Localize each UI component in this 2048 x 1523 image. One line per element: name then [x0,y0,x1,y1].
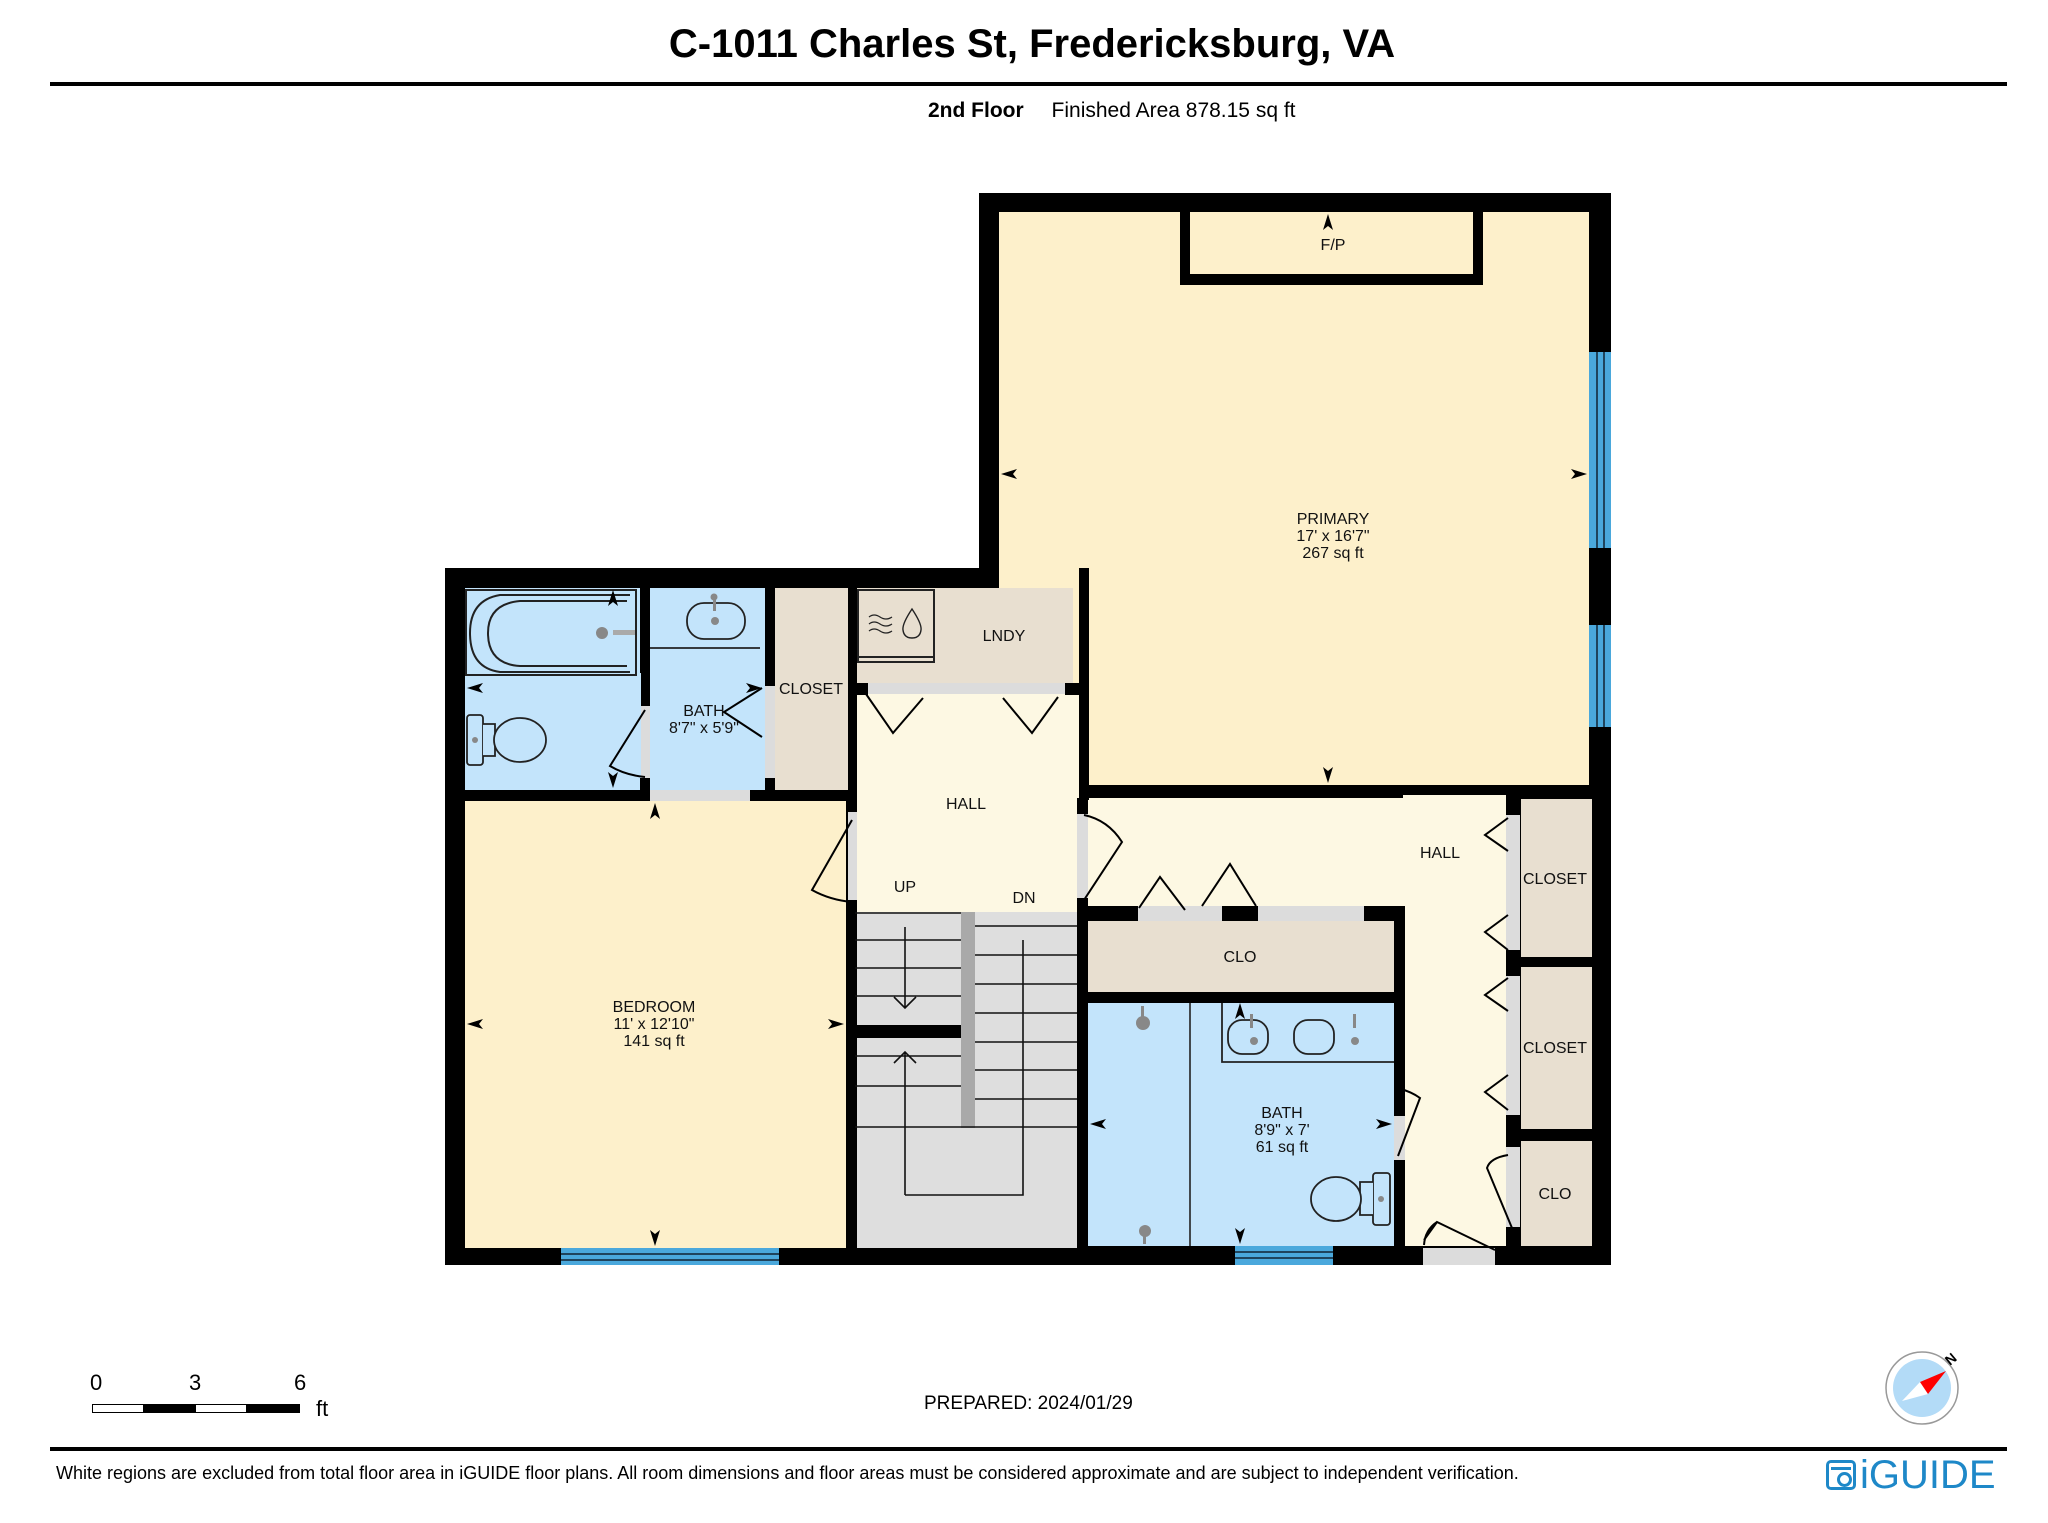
iguide-logo: iGUIDE [1826,1453,1996,1497]
footer-divider [50,1447,2007,1451]
room-closet-upper [775,588,848,790]
room-hall-upper [857,693,1079,913]
label-primary-dims: 17' x 16'7" [1296,528,1369,545]
brand-name: iGUIDE [1860,1452,1996,1497]
window-bedroom [561,1248,779,1265]
label-closet-right-2: CLOSET [1523,1040,1587,1057]
label-bedroom-name: BEDROOM [613,999,696,1016]
room-bedroom [465,801,846,1248]
scale-segment [92,1404,144,1413]
door-openings [641,683,1520,1265]
room-laundry [857,588,1073,683]
label-laundry: LNDY [983,628,1026,645]
scale-unit: ft [316,1396,329,1421]
double-vanity [1221,1003,1394,1063]
header-divider [50,82,2007,86]
label-hall-upper: HALL [946,796,986,813]
disclaimer-text: White regions are excluded from total fl… [56,1463,1519,1483]
label-hall-lower: HALL [1420,845,1460,862]
floor-label: 2nd Floor [928,99,1024,122]
shower-lower [1136,1003,1191,1246]
toilet-lower [1310,1172,1391,1226]
room-clo-middle [1088,921,1394,992]
label-bath-lower-dims: 8'9" x 7' [1254,1122,1309,1139]
staircase [855,912,1077,1196]
room-closet-right-1 [1521,799,1592,957]
scale-segment [195,1404,247,1413]
compass-icon: N [1885,1350,1960,1425]
label-bath-upper-dims: 8'7" x 5'9" [669,720,739,737]
label-bedroom-dims: 11' x 12'10" [614,1016,695,1033]
washer-dryer [857,589,935,663]
label-stairs-up: UP [894,879,916,896]
room-clo-right [1521,1141,1592,1246]
camera-icon [1826,1460,1856,1490]
label-closet-right-1: CLOSET [1523,871,1587,888]
interior-walls [465,212,1592,1248]
room-closet-right-2 [1521,967,1592,1129]
label-primary-name: PRIMARY [1297,511,1370,528]
scale-tick-6: 6 [294,1370,307,1395]
scale-tick-3: 3 [189,1370,202,1395]
window-primary-1 [1589,352,1611,548]
room-primary [999,212,1589,785]
page-title: C-1011 Charles St, Fredericksburg, VA [668,22,1396,66]
prepared-date: PREPARED: 2024/01/29 [924,1393,1133,1414]
finished-area: Finished Area 878.15 sq ft [1051,99,1296,122]
label-bedroom-area: 141 sq ft [623,1033,685,1050]
label-clo-middle: CLO [1224,949,1257,966]
scale-tick-0: 0 [90,1370,103,1395]
scale-segment [246,1404,300,1413]
label-fireplace: F/P [1321,237,1346,254]
windows [561,352,1611,1265]
label-bath-lower-area: 61 sq ft [1256,1139,1309,1156]
label-primary-area: 267 sq ft [1302,545,1364,562]
label-closet-upper: CLOSET [779,681,843,698]
scale-bar: 0 3 6 ft [88,1370,348,1421]
label-bath-lower-name: BATH [1261,1105,1302,1122]
sink-upper [650,593,760,649]
floor-summary: 2nd Floor Finished Area 878.15 sq ft [928,99,1296,123]
bathtub [465,589,637,676]
label-clo-right: CLO [1539,1186,1572,1203]
toilet-upper [466,714,547,766]
dimension-arrows [467,214,1587,1246]
window-bath-lower [1235,1246,1333,1265]
label-bath-upper-name: BATH [683,703,724,720]
label-stairs-down: DN [1012,890,1035,907]
scale-segment [143,1404,196,1413]
window-primary-2 [1589,625,1611,727]
door-swings [608,687,1513,1251]
